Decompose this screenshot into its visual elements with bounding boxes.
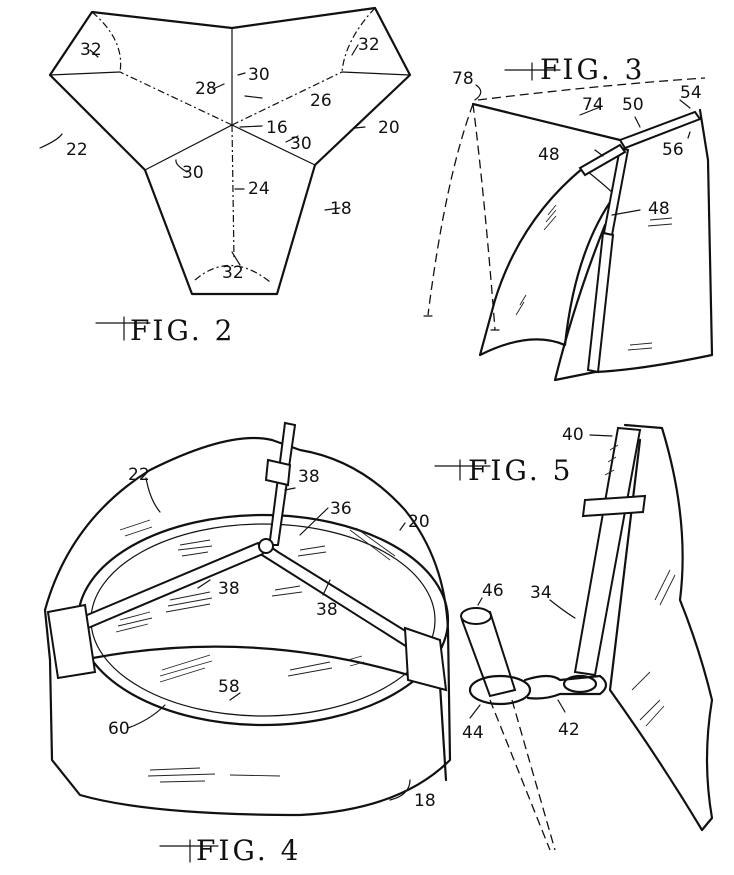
fig2-label: 30 xyxy=(290,134,312,154)
fig3-pole-left xyxy=(578,143,627,177)
figure-2: 32 32 28 30 26 16 30 22 20 30 24 18 32 F… xyxy=(39,6,412,347)
fig4-fabric-outline xyxy=(43,436,452,817)
fig4-hub-36 xyxy=(258,538,274,554)
fig4-label: 58 xyxy=(218,677,240,697)
fig4-caption-dash xyxy=(159,839,219,863)
fig3-label: 50 xyxy=(622,95,644,115)
fig3-shading xyxy=(515,204,673,351)
fig3-pole-top xyxy=(618,110,702,150)
fig5-stake-projection xyxy=(489,699,556,851)
fig5-label: 40 xyxy=(562,425,584,445)
fig4-sleeve-right xyxy=(403,626,448,692)
fig3-pole-lower xyxy=(586,231,615,374)
fig2-label: 22 xyxy=(66,140,88,160)
fig3-caption-dash xyxy=(504,62,561,81)
fig2-caption-dash xyxy=(95,316,151,341)
fig4-front-panel xyxy=(58,645,448,782)
fig3-arc-ends xyxy=(423,315,500,331)
fig2-label: 32 xyxy=(358,35,380,55)
fig5-label: 44 xyxy=(462,723,484,743)
fig5-leader-lines xyxy=(469,434,613,719)
fig4-label: 36 xyxy=(330,499,352,519)
fig4-sleeve-left xyxy=(46,603,97,680)
fig3-label: 74 xyxy=(582,95,604,115)
fig5-label: 34 xyxy=(530,583,552,603)
fig2-label: 28 xyxy=(195,79,217,99)
fig4-label: 20 xyxy=(408,512,430,532)
fig2-label: 32 xyxy=(80,40,102,60)
fig2-label: 18 xyxy=(330,199,352,219)
fig2-fold-lines xyxy=(49,27,411,171)
figure-5: FIG. 5 40 34 46 44 42 xyxy=(434,423,714,851)
fig3-wall-right xyxy=(553,108,714,382)
fig4-sleeve-top xyxy=(264,458,292,487)
fig2-outline xyxy=(48,6,412,296)
figure-4: 22 38 36 20 38 38 58 60 18 FIG. 4 xyxy=(43,421,452,867)
figure-3: FIG. 3 78 74 50 54 48 56 48 xyxy=(423,53,714,382)
fig5-caption: FIG. 5 xyxy=(468,454,573,487)
fig5-shading xyxy=(604,444,676,727)
fig2-label: 26 xyxy=(310,91,332,111)
fig2-leader-lines xyxy=(39,44,366,266)
fig3-swing-arcs xyxy=(427,77,706,331)
fig4-caption: FIG. 4 xyxy=(196,834,301,867)
fig2-label: 32 xyxy=(222,263,244,283)
fig5-ring-44 xyxy=(468,674,532,706)
fig3-label: 48 xyxy=(648,199,670,219)
fig5-caption-dash xyxy=(434,459,491,481)
fig4-shading xyxy=(115,519,396,783)
fig4-label: 60 xyxy=(108,719,130,739)
fig5-sleeve xyxy=(581,494,647,518)
fig2-label: 16 xyxy=(266,118,288,138)
fig4-label: 38 xyxy=(298,467,320,487)
fig3-rod-74 xyxy=(471,102,622,142)
fig5-pole-40 xyxy=(573,426,642,677)
fig5-stake-46 xyxy=(460,610,517,698)
fig4-leader-lines xyxy=(127,477,411,801)
fig3-caption: FIG. 3 xyxy=(540,53,645,86)
fig2-label: 30 xyxy=(248,65,270,85)
fig5-ring-42 xyxy=(562,674,598,694)
fig3-label: 54 xyxy=(680,83,702,103)
fig3-label: 48 xyxy=(538,145,560,165)
fig2-label: 24 xyxy=(248,179,270,199)
fig5-label: 46 xyxy=(482,581,504,601)
fig2-label: 20 xyxy=(378,118,400,138)
fig4-pole-right xyxy=(260,543,422,652)
fig5-fabric-panel xyxy=(608,423,714,832)
fig3-label: 56 xyxy=(662,140,684,160)
fig2-caption: FIG. 2 xyxy=(130,314,235,347)
fig3-wall-left xyxy=(478,166,617,357)
fig5-label: 42 xyxy=(558,720,580,740)
fig2-center-lines xyxy=(119,71,343,261)
fig3-leader-lines xyxy=(474,84,691,216)
fig4-label: 38 xyxy=(316,600,338,620)
fig5-bracket xyxy=(523,674,608,700)
fig4-pole-left xyxy=(78,541,273,630)
fig4-label: 38 xyxy=(218,579,240,599)
fig4-label: 22 xyxy=(128,465,150,485)
fig2-label: 30 xyxy=(182,163,204,183)
fig4-label: 18 xyxy=(414,791,436,811)
fig5-stake-top xyxy=(460,607,492,625)
fig3-label: 78 xyxy=(452,69,474,89)
fig2-corner-arcs xyxy=(91,7,376,283)
